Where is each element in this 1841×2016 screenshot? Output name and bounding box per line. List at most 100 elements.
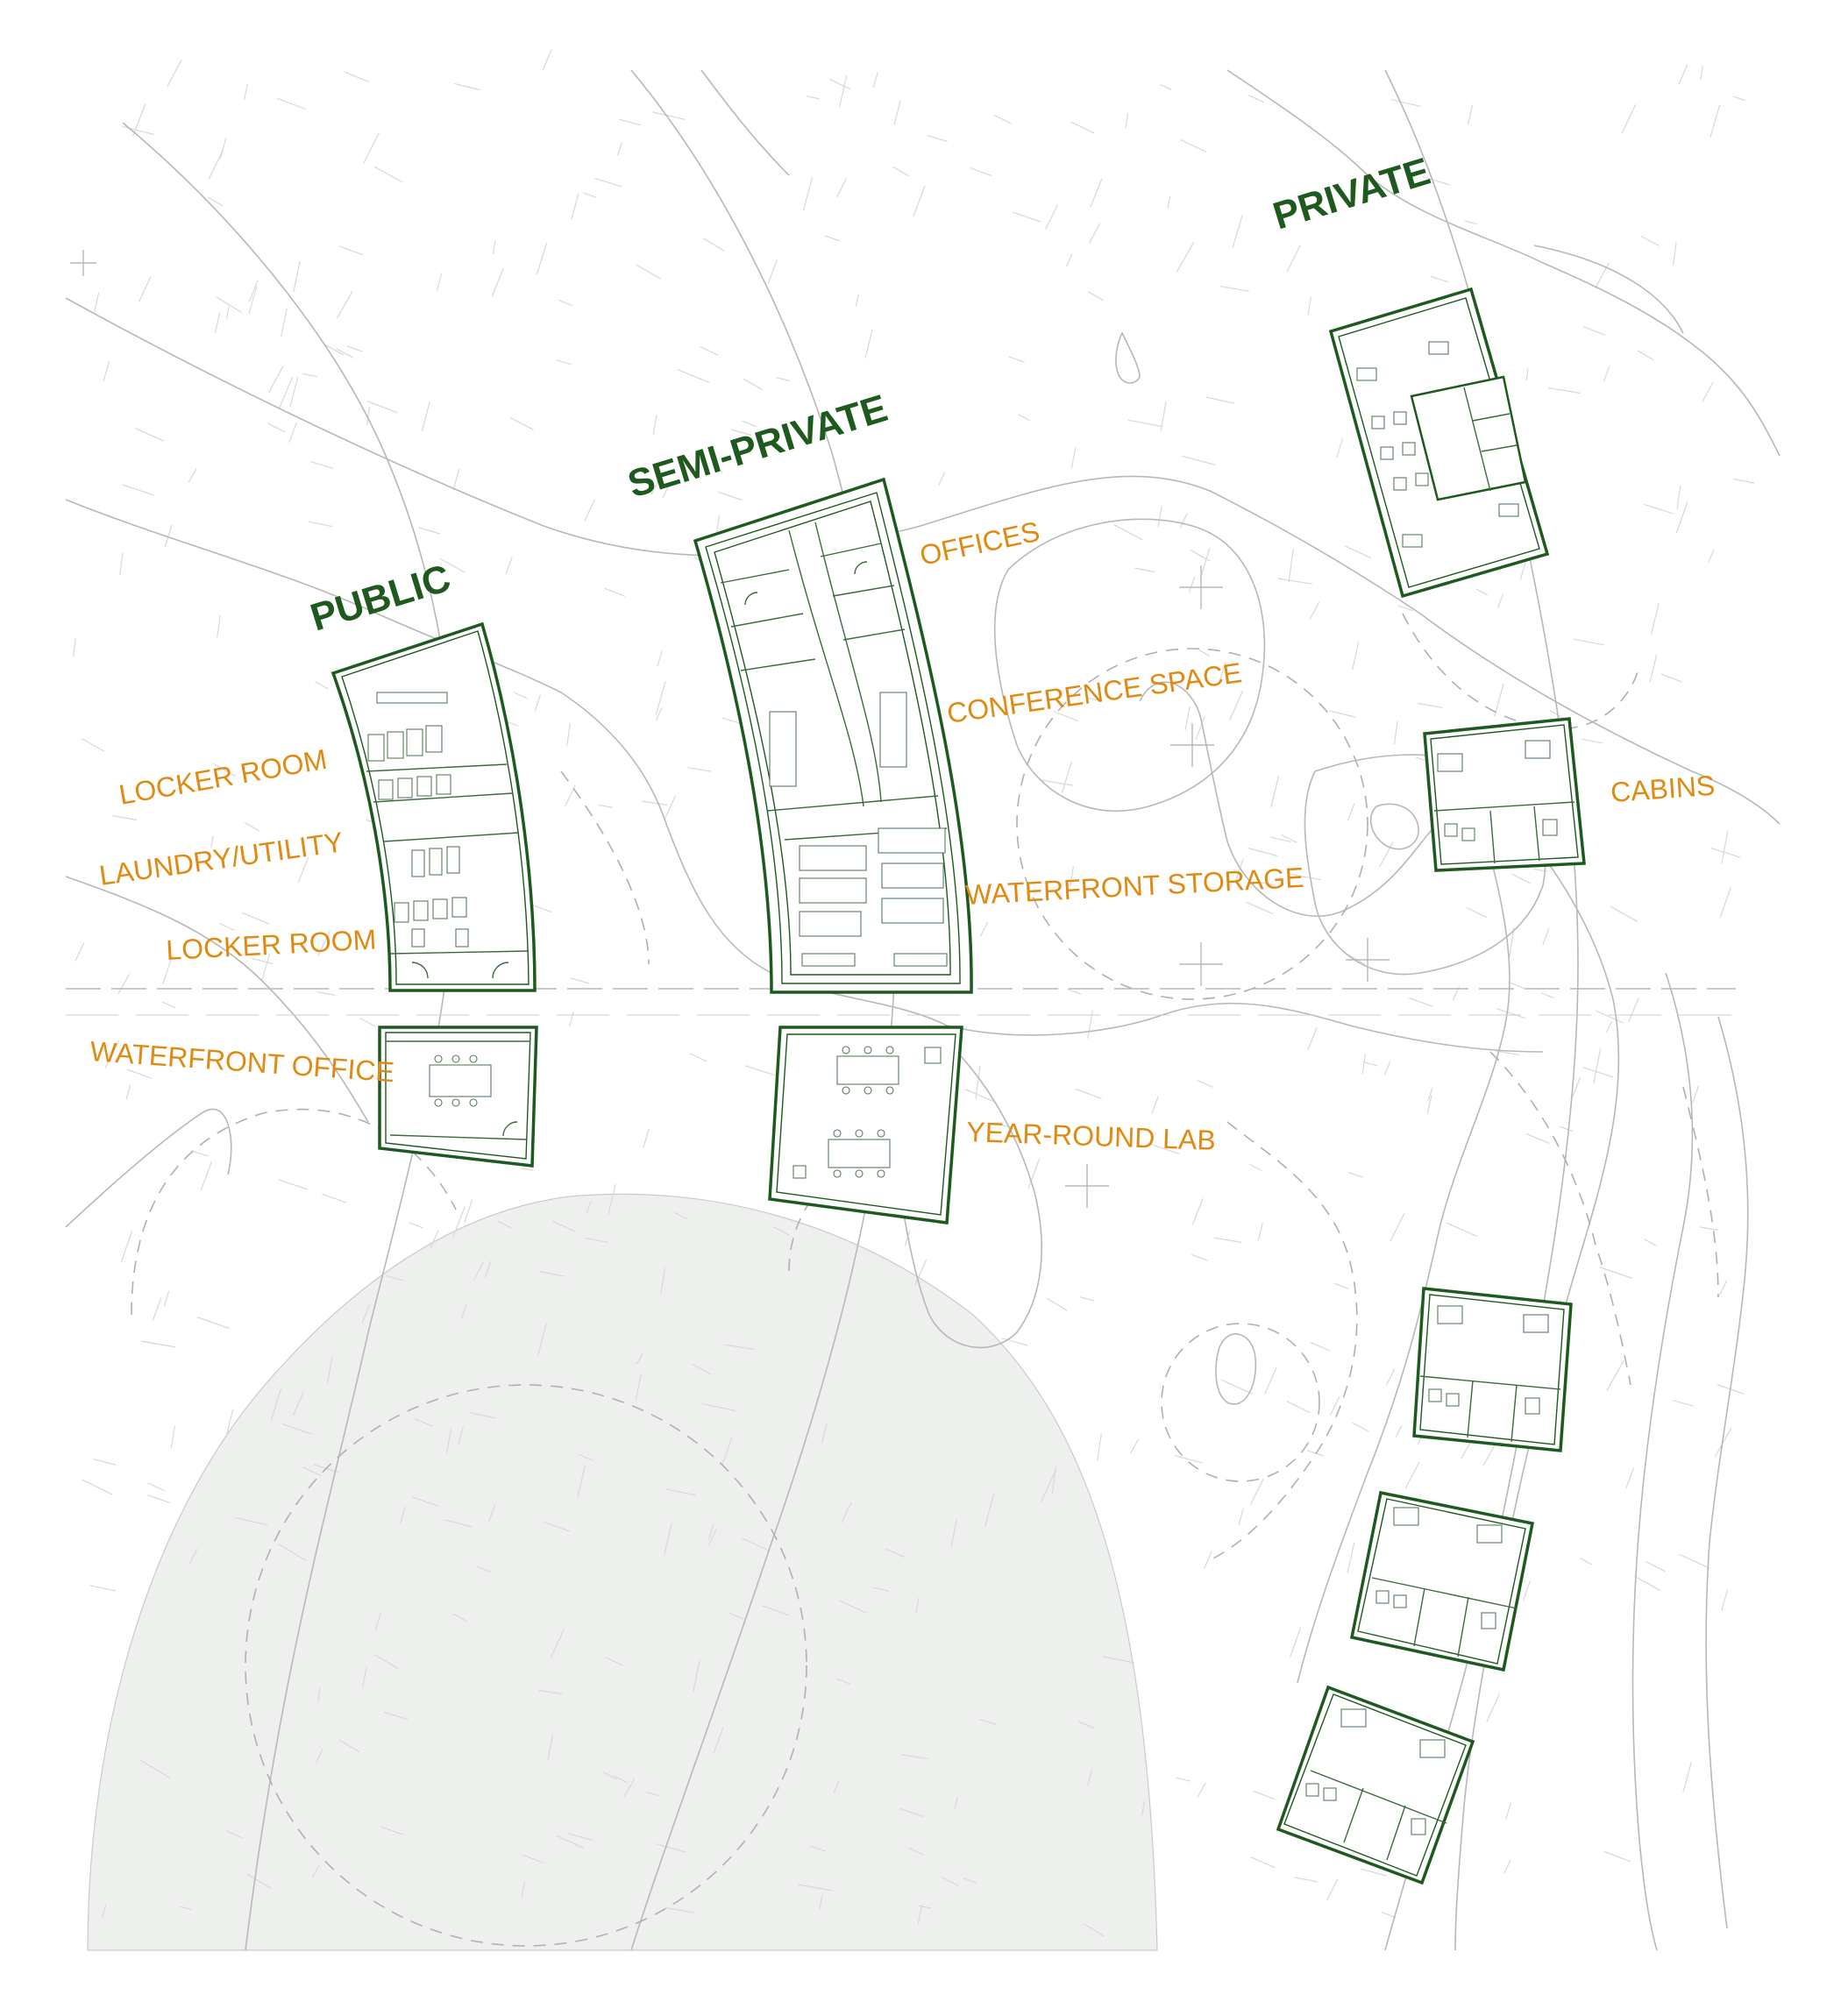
hatch-mark <box>112 814 138 821</box>
hatch-mark <box>225 1409 234 1437</box>
hatch-mark <box>674 1211 687 1220</box>
hatch-mark <box>1446 1222 1477 1237</box>
hatch-mark <box>1176 1777 1191 1782</box>
hatch-mark <box>662 480 672 499</box>
hatch-mark <box>361 1304 370 1324</box>
hatch-mark <box>281 1423 313 1435</box>
hatch-mark <box>1286 245 1301 273</box>
hatch-mark <box>1348 1172 1363 1178</box>
hatch-mark <box>1390 99 1421 107</box>
hatch-mark <box>690 1053 707 1062</box>
hatch-mark <box>534 694 542 712</box>
hatch-mark <box>1385 1368 1396 1386</box>
hatch-mark <box>346 345 363 352</box>
hatch-mark <box>721 1436 733 1466</box>
hatch-mark <box>1070 866 1075 887</box>
hatch-mark <box>1582 325 1605 336</box>
hatch-mark <box>1220 1379 1253 1395</box>
hatch-mark <box>493 240 496 255</box>
hatch-mark <box>225 1829 243 1839</box>
hatch-mark <box>1548 387 1581 394</box>
hatch-mark <box>1079 1296 1095 1302</box>
hatch-mark <box>219 923 235 932</box>
hatch-mark <box>663 795 677 821</box>
hatch-mark <box>1347 803 1355 820</box>
hatch-mark <box>1250 1856 1276 1869</box>
hatch-mark <box>1247 847 1278 857</box>
hatch-mark <box>188 1548 198 1565</box>
hatch-mark <box>324 344 345 356</box>
hatch-mark <box>1051 1466 1057 1494</box>
hatch-mark <box>1599 1266 1633 1280</box>
hatch-mark <box>1294 1877 1318 1883</box>
hatch-mark <box>521 1881 525 1898</box>
hatch-mark <box>913 185 926 217</box>
hatch-mark <box>547 1735 553 1761</box>
hatch-mark <box>836 178 848 198</box>
hatch-mark <box>1075 1088 1102 1099</box>
hatch-mark <box>1289 1627 1302 1658</box>
hatch-mark <box>700 345 719 357</box>
hatch-mark <box>179 1906 192 1911</box>
hatch-mark <box>1644 503 1674 515</box>
hatch-mark <box>1182 455 1216 466</box>
hatch-mark <box>1574 638 1604 646</box>
hatch-mark <box>1235 858 1244 881</box>
public-building <box>331 621 537 992</box>
hatch-mark <box>1219 662 1226 681</box>
hatch-mark <box>579 1453 594 1462</box>
hatch-mark <box>430 1230 439 1248</box>
hatch-mark <box>645 1792 660 1797</box>
hatch-mark <box>1204 1551 1212 1569</box>
hatch-mark <box>1277 578 1312 585</box>
hatch-mark <box>677 368 710 384</box>
hatch-mark <box>1519 558 1527 579</box>
hatch-mark <box>445 1428 452 1454</box>
hatch-mark <box>82 1479 113 1495</box>
hatch-mark <box>302 373 317 378</box>
hatch-mark <box>322 1193 347 1203</box>
hatch-mark <box>316 1749 323 1764</box>
hatch-mark <box>297 857 309 884</box>
hatch-mark <box>807 96 820 100</box>
hatch-mark <box>196 1316 231 1330</box>
hatch-mark <box>1180 138 1207 153</box>
hatch-mark <box>542 49 552 71</box>
hatch-mark <box>730 429 752 437</box>
hatch-mark <box>567 1833 594 1842</box>
hatch-mark <box>1682 1761 1692 1793</box>
hatch-mark <box>281 308 288 337</box>
hatch-mark <box>126 1068 153 1079</box>
hatch-mark <box>147 1482 166 1492</box>
hatch-mark <box>721 717 742 724</box>
hatch-mark <box>436 272 443 291</box>
hatch-mark <box>602 1771 618 1781</box>
hatch-mark <box>970 167 992 177</box>
hatch-mark <box>452 1613 467 1622</box>
hatch-mark <box>326 1356 333 1385</box>
hatch-mark <box>1540 992 1554 999</box>
hatch-mark <box>162 955 174 984</box>
hatch-mark <box>1097 1433 1102 1461</box>
hatch-mark <box>954 1796 959 1809</box>
hatch-mark <box>1417 702 1443 708</box>
hatch-mark <box>373 1654 400 1670</box>
hatch-mark <box>1257 881 1276 886</box>
hatch-mark <box>216 296 242 313</box>
hatch-mark <box>277 97 306 110</box>
hatch-mark <box>246 1873 273 1890</box>
hatch-mark <box>872 1587 890 1593</box>
hatch-mark <box>464 1199 473 1223</box>
hatch-mark <box>363 132 380 164</box>
hatch-mark <box>336 291 353 319</box>
hatch-mark <box>439 557 466 573</box>
hatch-mark <box>715 515 721 535</box>
hatch-mark <box>288 422 297 443</box>
hatch-mark <box>713 1727 724 1754</box>
hatch-mark <box>1309 601 1320 620</box>
label-conference-space: CONFERENCE SPACE <box>945 657 1244 729</box>
hatch-mark <box>772 1225 790 1236</box>
hatch-mark <box>636 264 661 280</box>
label-year-round-lab: YEAR-ROUND LAB <box>966 1116 1217 1156</box>
hatch-mark <box>1708 549 1715 563</box>
